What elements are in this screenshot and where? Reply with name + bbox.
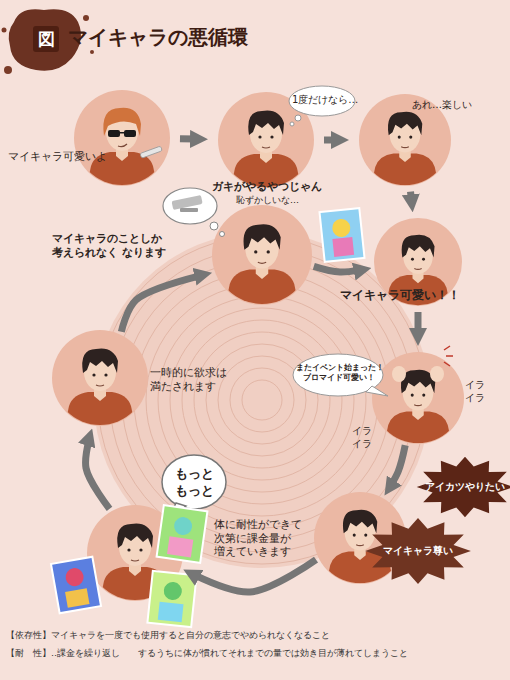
- stage-circle: またイベント始まった！ ブロマイド可愛い！イラ イライラ イラ: [372, 352, 464, 444]
- circle-outline: [218, 92, 314, 188]
- person-figure: [370, 112, 439, 190]
- thought-bubble: [163, 188, 225, 237]
- circle-outline: [74, 90, 170, 186]
- diagram-title: マイキャラの悪循環: [68, 24, 248, 50]
- figure-mark: 図: [33, 26, 59, 52]
- step-text: 体に耐性ができて 次第に課金量が 増えていきます: [214, 518, 312, 559]
- cycle-arrow: [384, 445, 405, 495]
- person-figure: [99, 524, 171, 606]
- circle-outline: [212, 205, 312, 305]
- emotion-text: イラ イラ: [352, 424, 372, 450]
- stage-circle: マイキャラ可愛い！！: [374, 218, 462, 306]
- anger-hands: [392, 346, 453, 382]
- cycle-arrow: [121, 273, 212, 332]
- speech-bubble: [162, 455, 226, 520]
- circle-fill: [87, 505, 183, 601]
- speech-bubble: [289, 86, 355, 126]
- circle-fill: [212, 205, 312, 305]
- stage-circle: 1度だけなら…ガキがやるやつじゃん恥ずかしいな…: [218, 92, 314, 188]
- bromide-card: [51, 557, 101, 614]
- emotion-text: イラ イラ: [465, 378, 485, 404]
- step-text: 一時的に欲求は 満たされます: [150, 366, 240, 393]
- person-figure: [230, 111, 302, 193]
- footnote: 【耐 性】‥課金を繰り返し するうちに体が慣れてそれまでの量では効き目が薄れてし…: [6, 648, 408, 660]
- cycle-arrow: [183, 560, 316, 592]
- cycle-arrow: [180, 135, 208, 142]
- stage-circle: 一時的に欲求は 満たされます: [52, 330, 148, 426]
- speech-text: マイキャラ可愛いよ: [8, 150, 108, 164]
- footnote: 【依存性】マイキャラを一度でも使用すると自分の意志でやめられなくなること: [6, 630, 330, 642]
- speech-text: ガキがやるやつじゃん: [212, 180, 326, 194]
- cycle-arrow: [314, 266, 372, 272]
- speech-text: またイベント始まった！ ブロマイド可愛い！: [296, 363, 382, 383]
- cycle-arrow: [86, 428, 110, 508]
- circle-fill: [372, 352, 464, 444]
- speech-text: 恥ずかしいな…: [236, 195, 320, 207]
- person-figure: [225, 224, 300, 309]
- person-figure: [383, 370, 452, 448]
- stage-circle: あれ…楽しい: [359, 94, 451, 186]
- cycle-arrow: [324, 137, 349, 144]
- circle-outline: [52, 330, 148, 426]
- bromide-card: [157, 505, 208, 563]
- circle-fill: [74, 90, 170, 186]
- craving-text: アイカツやりたい: [420, 480, 510, 493]
- circle-outline: [372, 352, 464, 444]
- dealer-figure: [86, 108, 158, 190]
- syringe-offer: [140, 146, 162, 158]
- circle-outline: [314, 492, 406, 584]
- stage-circle: マイキャラ可愛いよ: [74, 90, 170, 186]
- stage-circle: マイキャラのことしか 考えられなく なります: [212, 205, 312, 305]
- bromide-card: [147, 571, 196, 627]
- ink-dot: [90, 50, 94, 54]
- circle-fill: [314, 492, 406, 584]
- speech-text: もっと もっと: [168, 466, 220, 500]
- circle-outline: [87, 505, 183, 601]
- cycle-arrow: [411, 192, 413, 213]
- ink-dot: [83, 15, 89, 21]
- step-text: マイキャラのことしか 考えられなく なります: [52, 232, 170, 261]
- starburst: [417, 457, 510, 518]
- ink-dot: [4, 66, 12, 74]
- circle-fill: [218, 92, 314, 188]
- craving-text: マイキャラ尊い: [370, 544, 465, 557]
- ink-dot: [2, 28, 7, 33]
- speech-bubble: [293, 354, 388, 396]
- person-figure: [385, 235, 451, 310]
- bromide-card: [319, 208, 364, 262]
- circle-fill: [52, 330, 148, 426]
- speech-text: あれ…楽しい: [412, 98, 476, 111]
- person-figure: [325, 510, 394, 588]
- speech-text: マイキャラ可愛い！！: [340, 288, 468, 304]
- cycle-arrow: [415, 312, 422, 346]
- starburst: [365, 518, 471, 584]
- stage-circle: アイカツやりたいマイキャラ尊い: [314, 492, 406, 584]
- stage-circle: もっと もっと体に耐性ができて 次第に課金量が 増えていきます: [87, 505, 183, 601]
- speech-text: 1度だけなら…: [292, 93, 354, 106]
- person-figure: [64, 349, 136, 431]
